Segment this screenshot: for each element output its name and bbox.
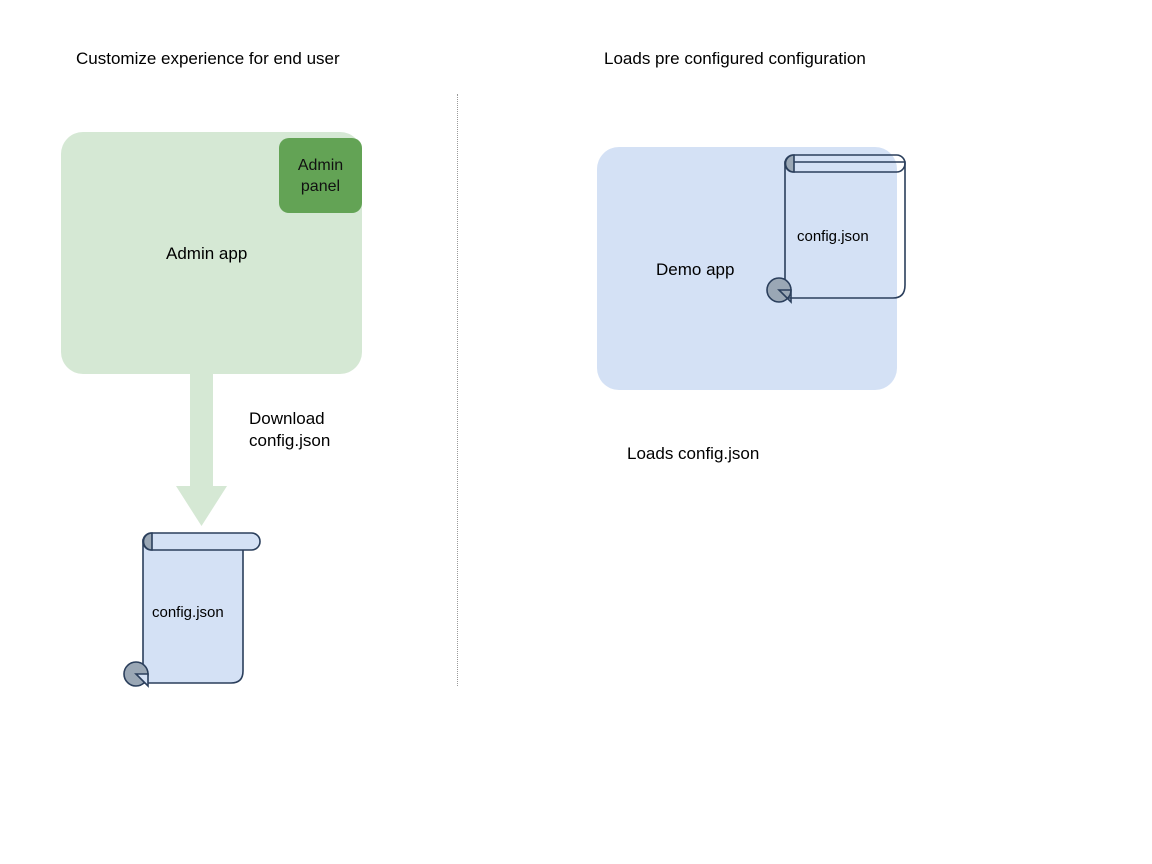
- admin-panel-label-line1: Admin: [297, 156, 344, 174]
- document-scroll-left-label: config.json: [152, 604, 224, 621]
- section-title-left: Customize experience for end user: [76, 49, 340, 68]
- admin-panel-label-line2: panel: [300, 177, 341, 195]
- demo-app-box[interactable]: [597, 147, 897, 390]
- document-scroll-icon-right[interactable]: [763, 150, 913, 310]
- document-scroll-icon-left[interactable]: [118, 528, 268, 694]
- download-arrow-label-line1: Download: [249, 409, 325, 428]
- download-arrow-label: Download config.json: [249, 408, 330, 452]
- demo-app-label: Demo app: [656, 260, 735, 279]
- loads-config-caption: Loads config.json: [627, 444, 760, 463]
- admin-panel-box[interactable]: Admin panel: [279, 138, 362, 213]
- document-scroll-right-label: config.json: [797, 228, 869, 245]
- section-title-right: Loads pre configured configuration: [604, 49, 866, 68]
- vertical-dotted-divider: [457, 94, 458, 686]
- admin-app-label: Admin app: [166, 244, 248, 263]
- download-arrow-label-line2: config.json: [249, 431, 331, 450]
- down-arrow-icon: [176, 370, 227, 526]
